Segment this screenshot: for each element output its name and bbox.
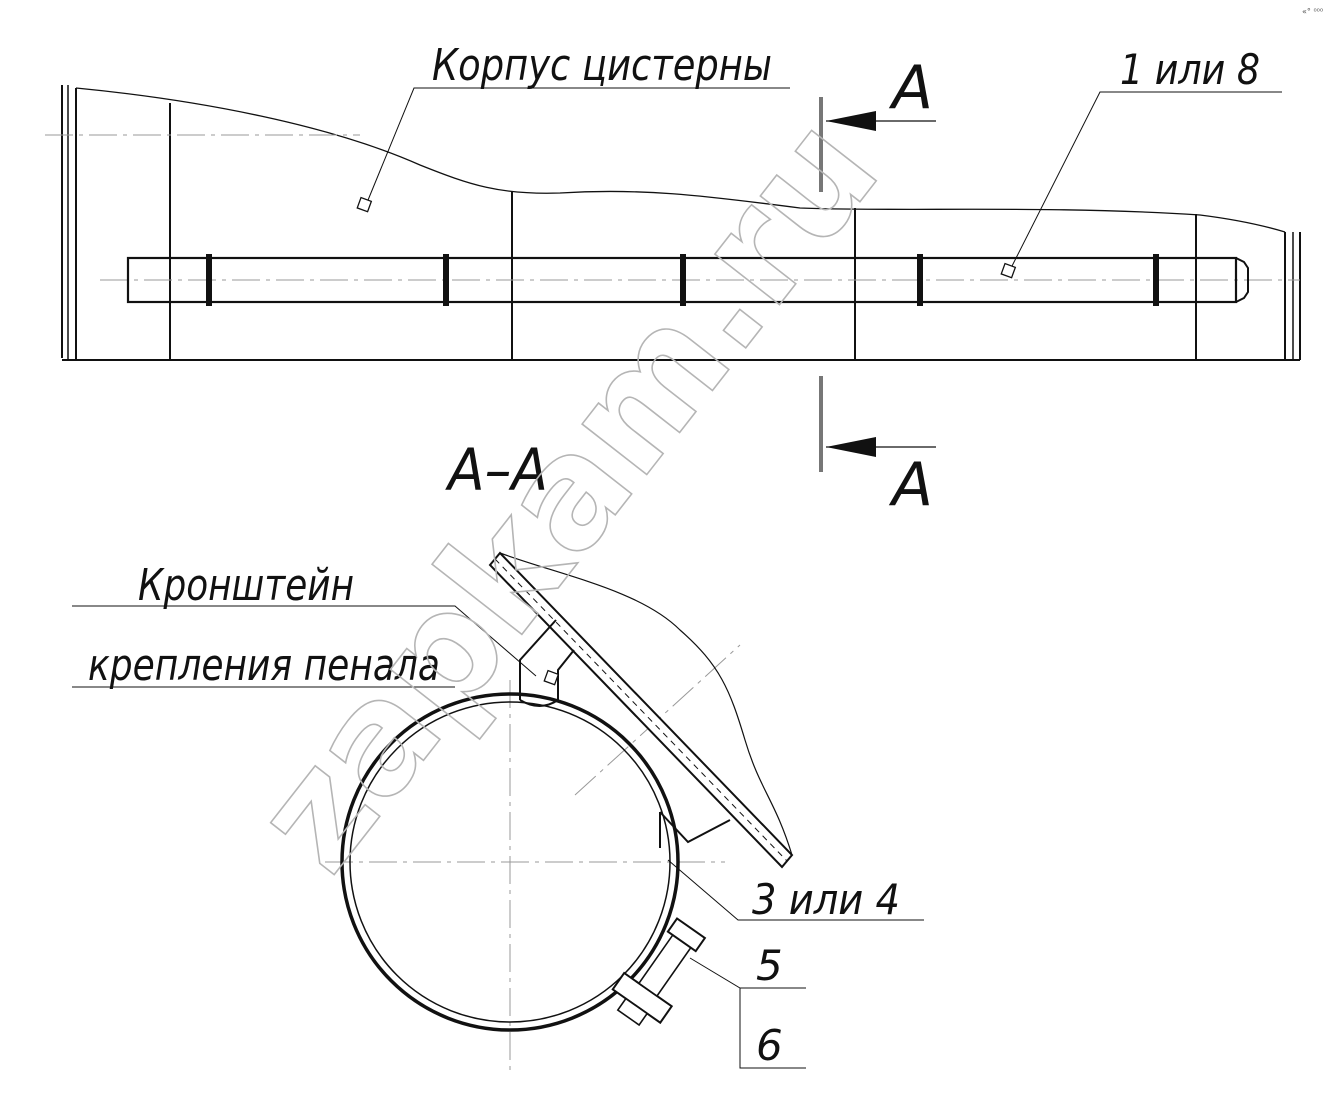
watermark: zapkam.ru bbox=[221, 86, 912, 902]
pipe-section bbox=[340, 692, 680, 1032]
section-title: А–А bbox=[444, 436, 548, 504]
pipe-clamps bbox=[206, 254, 1159, 306]
corner-mark: «° ⁰⁰⁰ bbox=[1302, 7, 1323, 16]
leader-marker-tank bbox=[356, 196, 373, 213]
leader-marker-bracket bbox=[543, 669, 560, 686]
label-bracket-line2: крепления пенала bbox=[88, 640, 440, 691]
leader-marker-part1 bbox=[1000, 262, 1017, 279]
section-mark-bottom: А bbox=[888, 450, 933, 520]
label-part-6: 6 bbox=[756, 1021, 783, 1070]
label-part-3-or-4: 3 или 4 bbox=[752, 875, 900, 924]
section-view bbox=[72, 551, 924, 1070]
label-part-5: 5 bbox=[756, 941, 783, 990]
top-view bbox=[45, 85, 1301, 472]
bolt-assembly bbox=[611, 917, 707, 1027]
label-tank-body: Корпус цистерны bbox=[432, 40, 772, 91]
label-part-1-or-8: 1 или 8 bbox=[1120, 45, 1260, 94]
label-bracket-line1: Кронштейн bbox=[138, 560, 354, 611]
tank-break-line bbox=[75, 87, 1286, 233]
tank-wall-section bbox=[488, 551, 794, 869]
section-mark-top: А bbox=[888, 53, 933, 123]
bracket bbox=[519, 619, 575, 707]
